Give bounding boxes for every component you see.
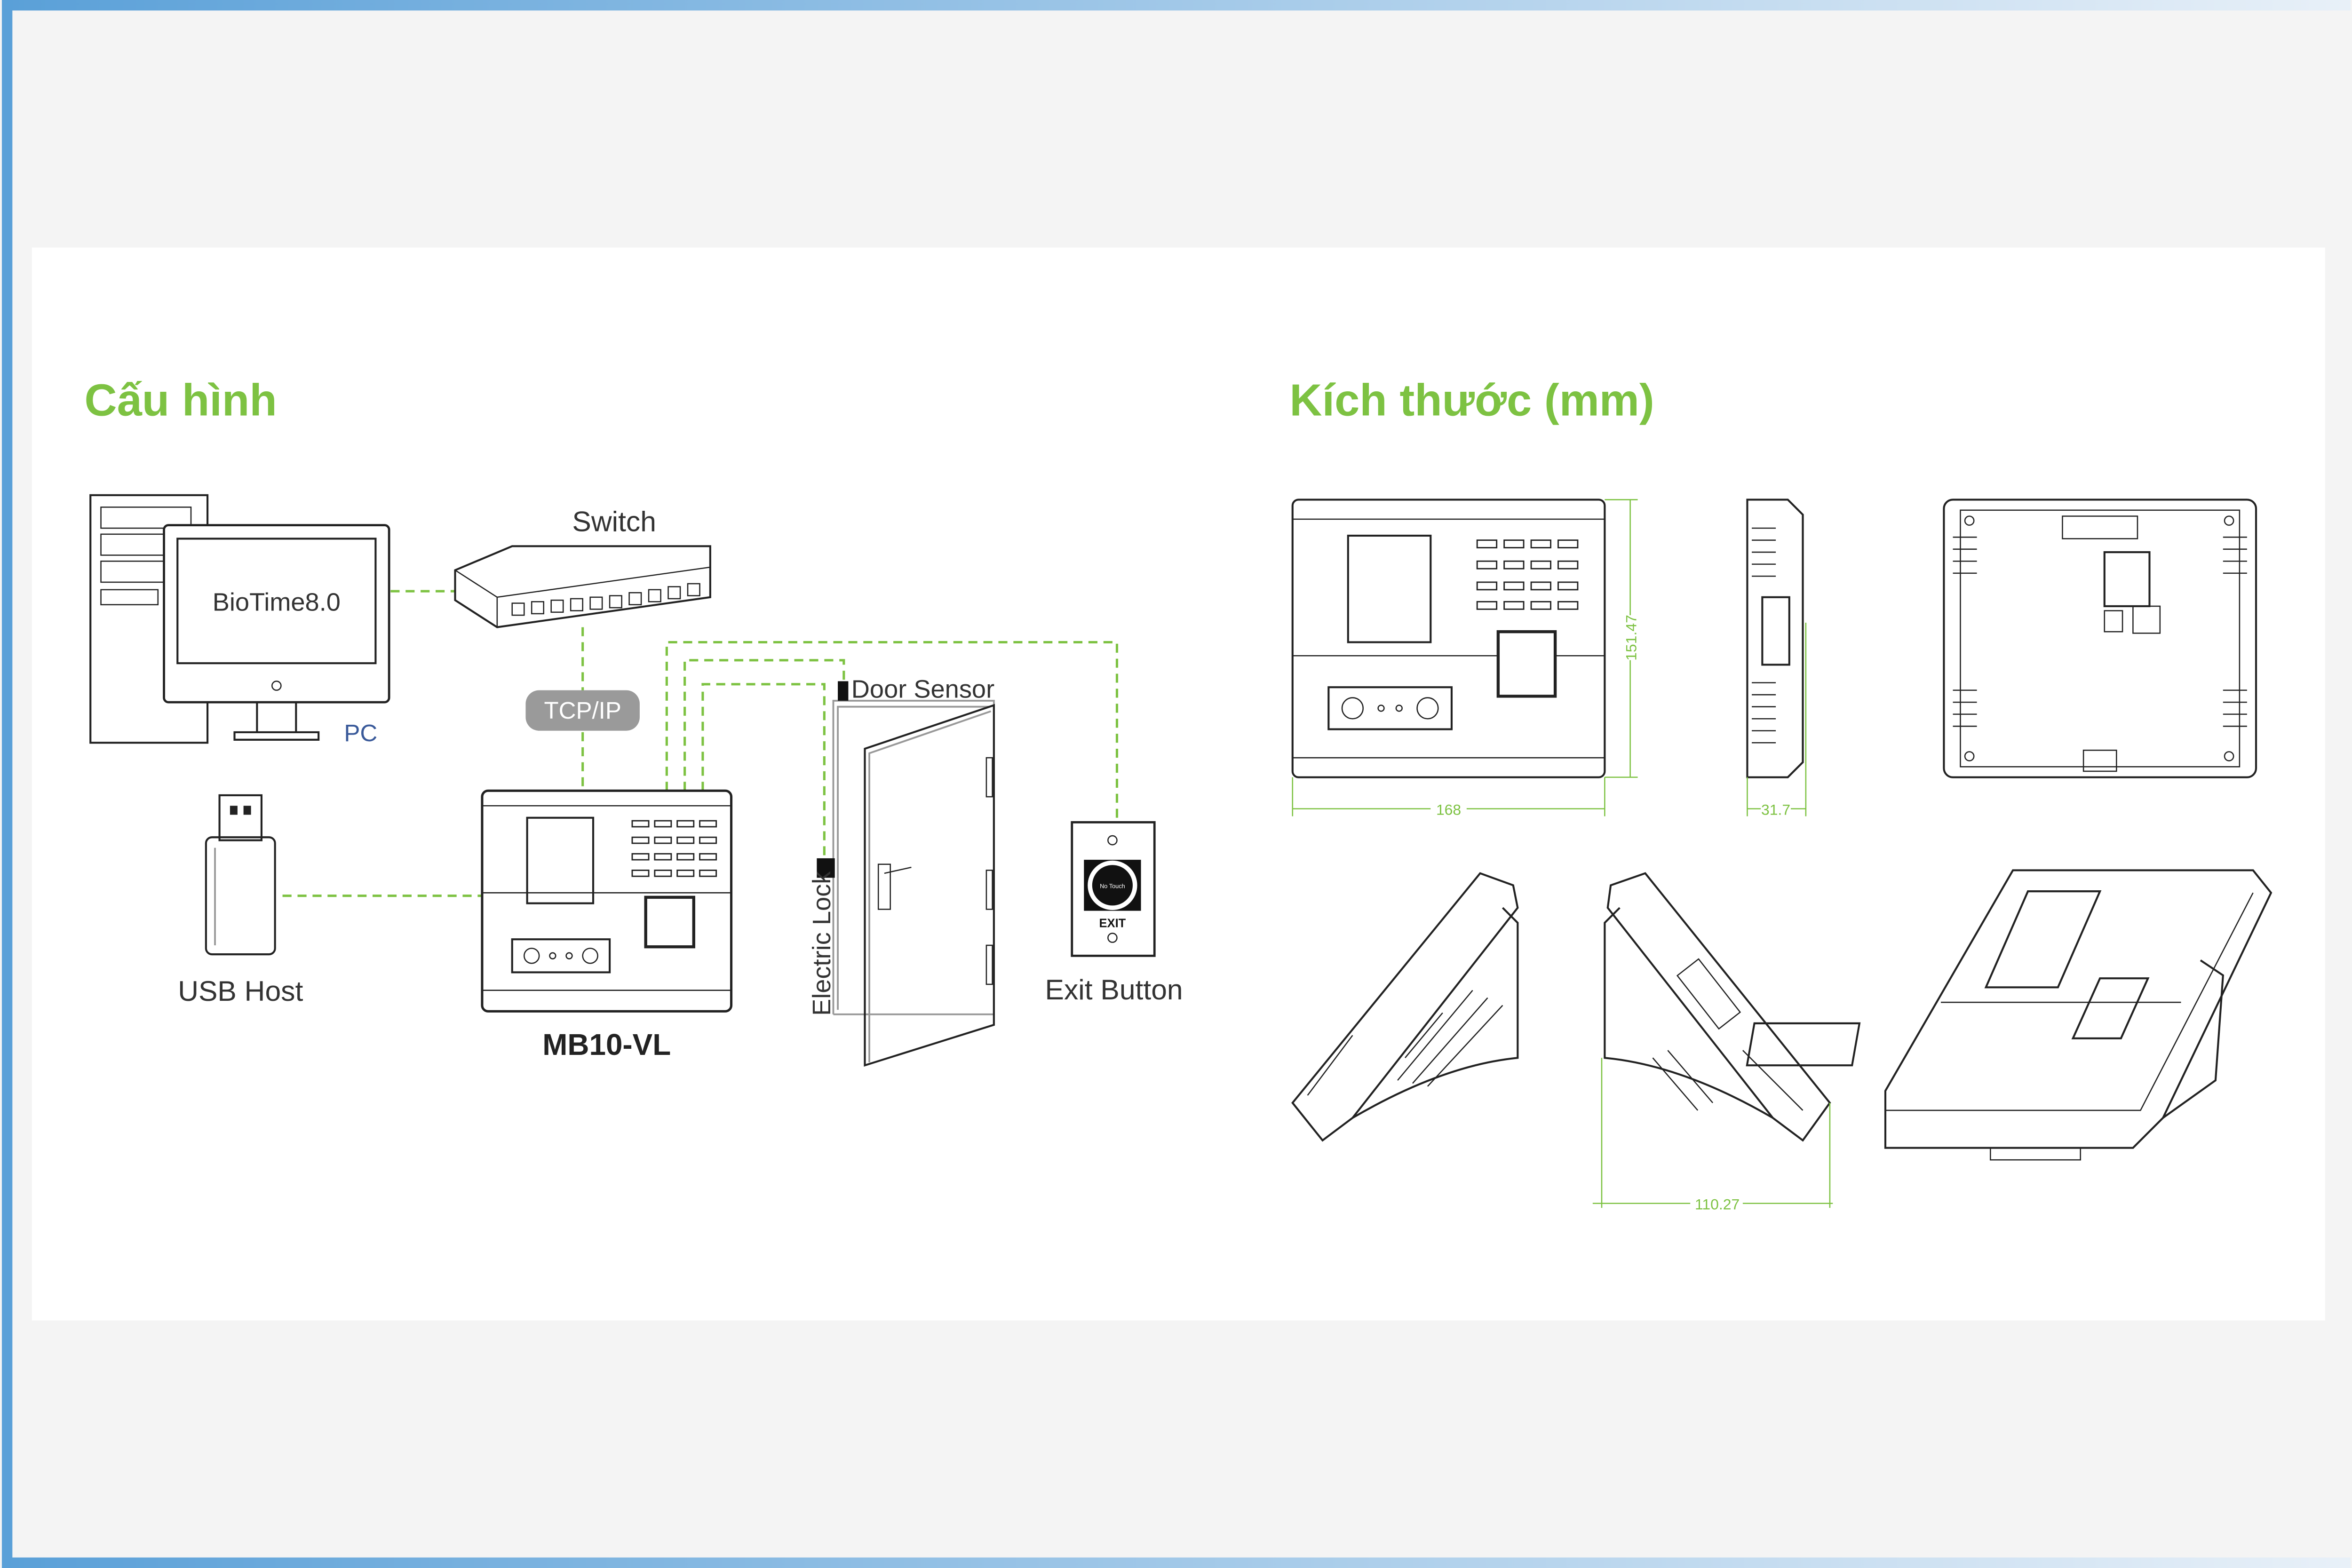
- mb10-vl-device-icon: [481, 789, 733, 1013]
- right-angle-view-drawing: [1604, 872, 1831, 1142]
- configuration-heading: Cấu hình: [84, 375, 277, 426]
- usb-host-label: USB Host: [178, 975, 303, 1007]
- no-touch-text: No Touch: [1100, 883, 1125, 890]
- top-frame-stripe: [1, 0, 2351, 11]
- left-frame-stripe: [1, 0, 13, 1568]
- tcpip-badge-text: TCP/IP: [544, 697, 621, 724]
- width-dimension: 168: [1436, 801, 1461, 818]
- switch-label: Switch: [572, 505, 656, 537]
- exit-button-label: Exit Button: [1045, 974, 1183, 1006]
- electric-lock-icon: [817, 858, 835, 878]
- door-sensor-label: Door Sensor: [851, 675, 994, 704]
- exit-button-icon: [1071, 821, 1156, 957]
- door-sensor-icon: [838, 681, 849, 701]
- stand-depth-dimension: 110.27: [1695, 1196, 1740, 1212]
- door-icon: [832, 700, 995, 1067]
- tcpip-badge: [525, 690, 640, 731]
- pc-screen-text: BioTime8.0: [213, 588, 341, 617]
- usb-drive-icon: [205, 794, 276, 956]
- exit-plate-text: EXIT: [1099, 917, 1126, 930]
- device-model-label: MB10-VL: [542, 1028, 671, 1061]
- depth-dimension: 31.7: [1761, 801, 1790, 818]
- network-switch-icon: [454, 545, 711, 628]
- pc-icon: [89, 494, 390, 744]
- dimensions-heading: Kích thước (mm): [1289, 375, 1654, 426]
- front-view-drawing: [1291, 499, 1606, 778]
- left-angle-view-drawing: [1291, 872, 1519, 1142]
- back-view-drawing: [1943, 499, 2257, 778]
- electric-lock-label: Electric Lock: [808, 871, 836, 1016]
- perspective-view-drawing: [1746, 869, 2273, 1161]
- pc-label: PC: [344, 720, 377, 746]
- content-panel: [32, 247, 2325, 1321]
- height-dimension: 151.47: [1622, 615, 1639, 661]
- bottom-frame-stripe: [1, 1557, 2351, 1568]
